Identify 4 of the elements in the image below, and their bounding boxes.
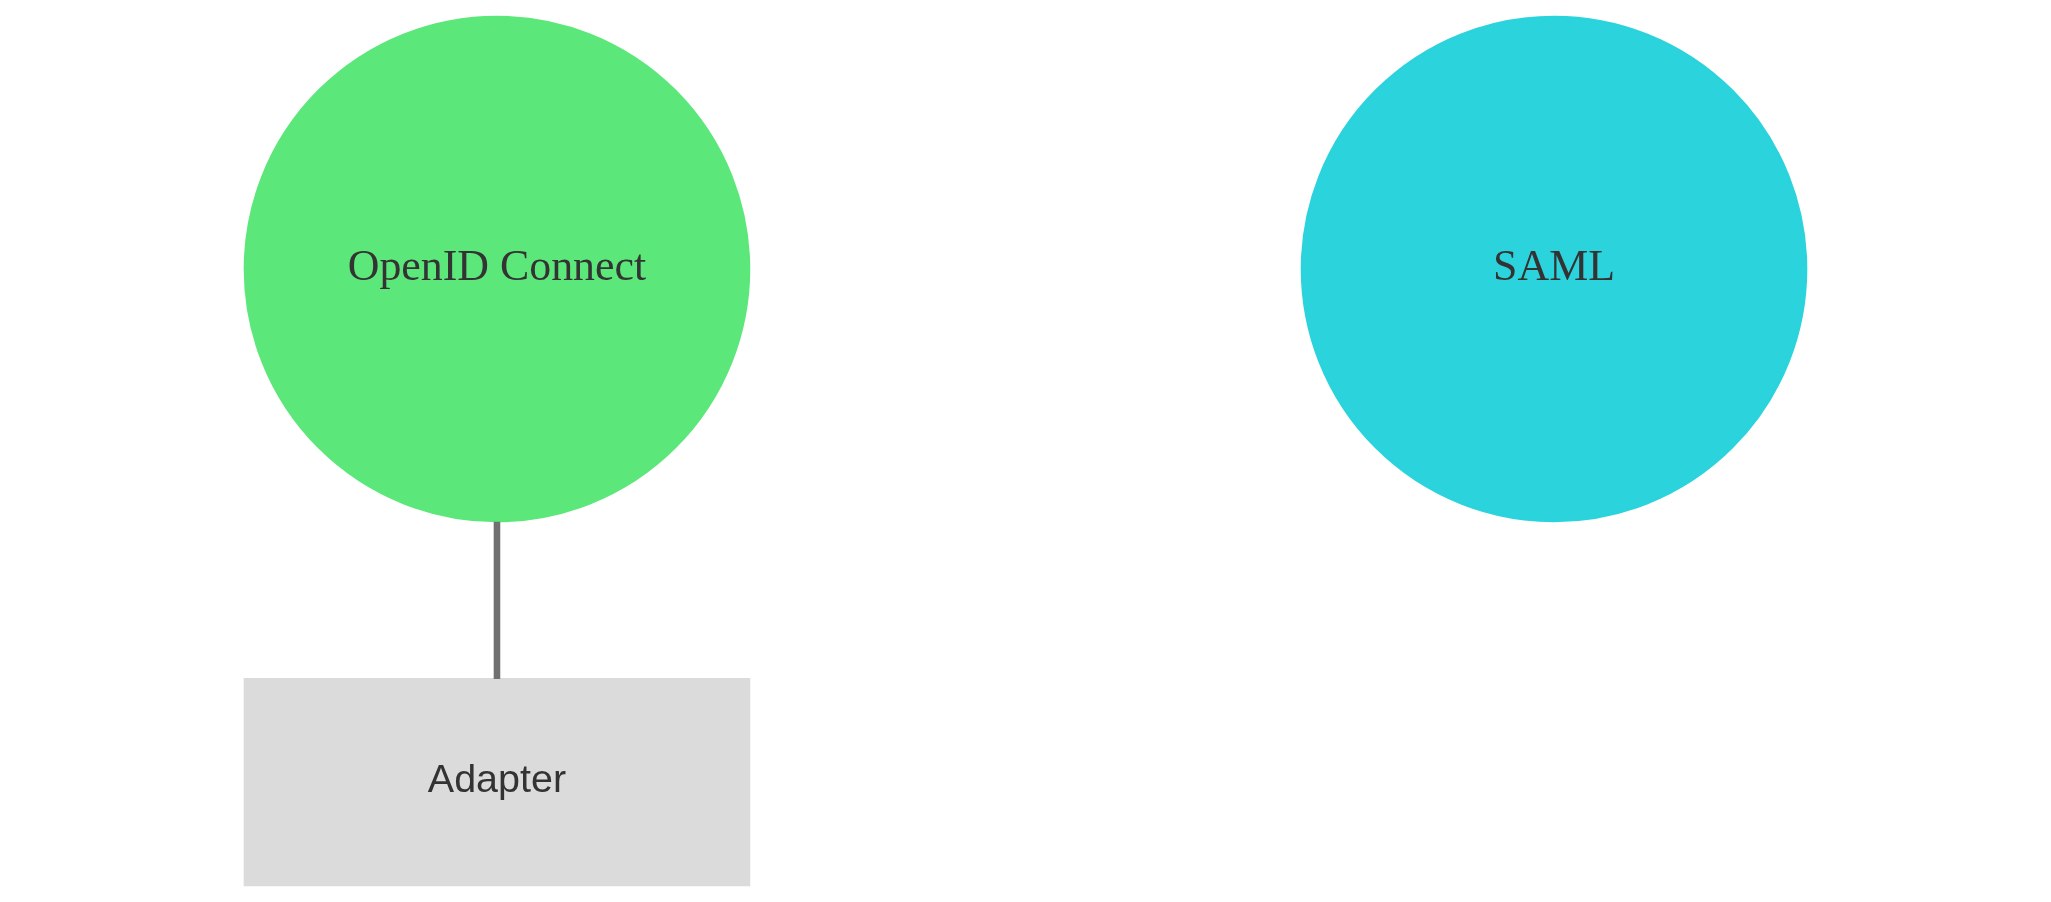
node-circle: SAML xyxy=(1300,15,1808,523)
node-box: Adapter xyxy=(243,678,751,887)
node-circle: OpenID Connect xyxy=(243,15,751,523)
connector xyxy=(493,521,501,679)
